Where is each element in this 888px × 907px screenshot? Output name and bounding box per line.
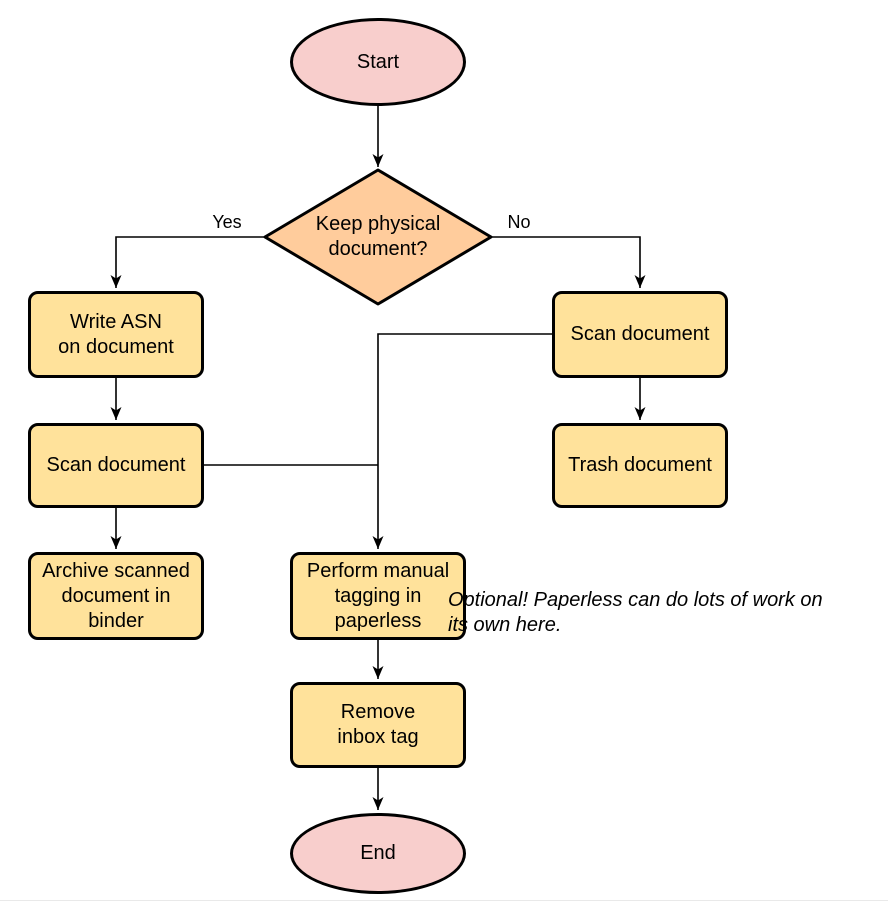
edge-decision-yes-to-write-asn [110, 236, 265, 288]
node-scan-document-right-label: Scan document [570, 323, 710, 345]
node-scan-document-left: Scan document [28, 423, 204, 508]
node-scan-document-right: Scan document [552, 291, 728, 378]
edge-decision-no-to-scan-right [491, 236, 646, 288]
node-write-asn-label: Write ASN on document [58, 310, 174, 358]
node-manual-tagging: Perform manual tagging in paperless [290, 552, 466, 640]
node-end: End [290, 813, 466, 894]
edge-scan-right-to-tagging [372, 333, 552, 549]
node-scan-document-left-label: Scan document [46, 454, 186, 476]
node-trash-document: Trash document [552, 423, 728, 508]
annotation-optional-note: Optional! Paperless can do lots of work … [448, 589, 823, 636]
node-decision-diamond [263, 168, 493, 306]
node-start-label: Start [356, 50, 400, 73]
node-remove-inbox-tag-label: Remove inbox tag [337, 701, 419, 748]
edge-label-yes: Yes [212, 212, 242, 232]
node-manual-tagging-label: Perform manual tagging in paperless [306, 559, 450, 632]
node-trash-document-label: Trash document [568, 454, 712, 476]
node-archive-scanned-label: Archive scanned document in binder [42, 559, 190, 632]
edge-label-no: No [507, 212, 531, 232]
node-write-asn: Write ASN on document [28, 291, 204, 378]
node-archive-scanned: Archive scanned document in binder [28, 552, 204, 640]
node-decision-label: Keep physical document? [315, 213, 441, 260]
bottom-divider [0, 900, 888, 901]
node-start: Start [290, 18, 466, 106]
node-remove-inbox-tag: Remove inbox tag [290, 682, 466, 768]
node-end-label: End [360, 842, 396, 864]
